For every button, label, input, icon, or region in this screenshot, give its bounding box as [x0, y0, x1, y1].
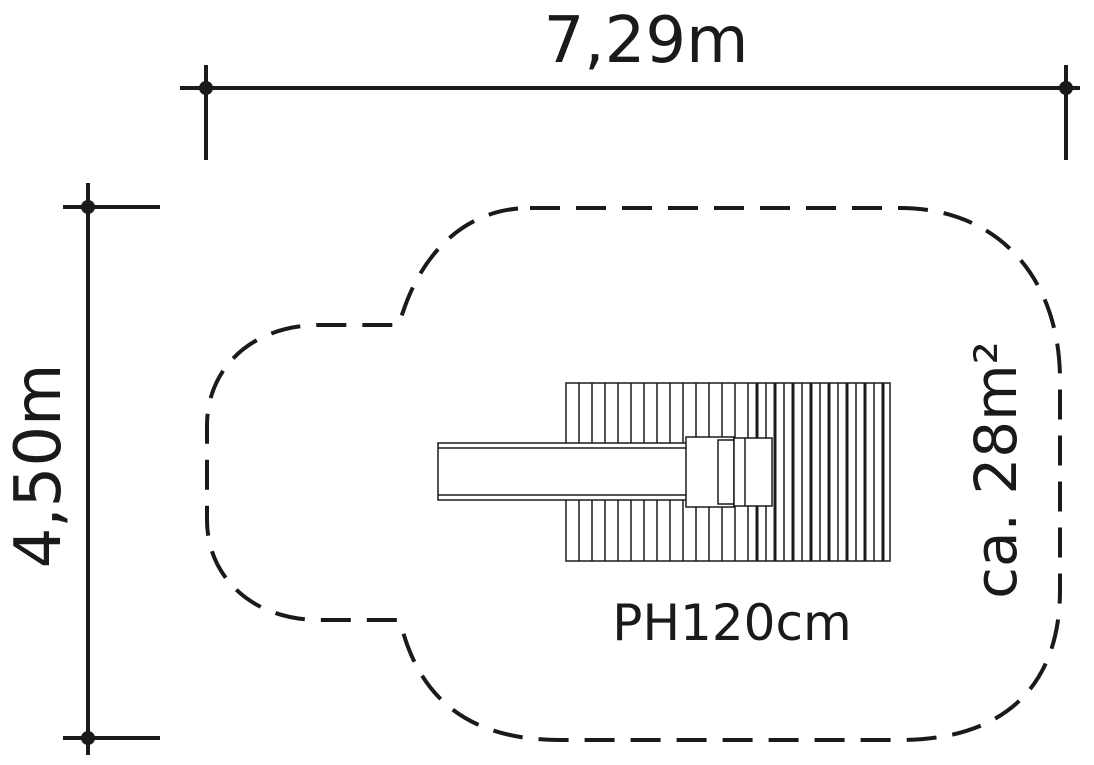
width-dimension	[180, 65, 1080, 160]
slide-start-frame	[717, 439, 735, 505]
depth-dimension-label: 4,50m	[2, 364, 76, 569]
depth-dimension	[63, 183, 160, 755]
slide-chute	[437, 436, 773, 508]
width-dimension-dot-right	[1059, 81, 1073, 95]
slide-entry-box	[733, 437, 773, 507]
width-dimension-dot-left	[199, 81, 213, 95]
depth-dimension-dot-top	[81, 200, 95, 214]
width-dimension-label: 7,29m	[544, 4, 749, 78]
depth-dimension-dot-bottom	[81, 731, 95, 745]
area-label: ca. 28m²	[962, 341, 1030, 599]
platform-height-label: PH120cm	[612, 594, 851, 652]
slide-chute-body	[437, 442, 727, 501]
safety-zone-outline	[205, 206, 1062, 742]
